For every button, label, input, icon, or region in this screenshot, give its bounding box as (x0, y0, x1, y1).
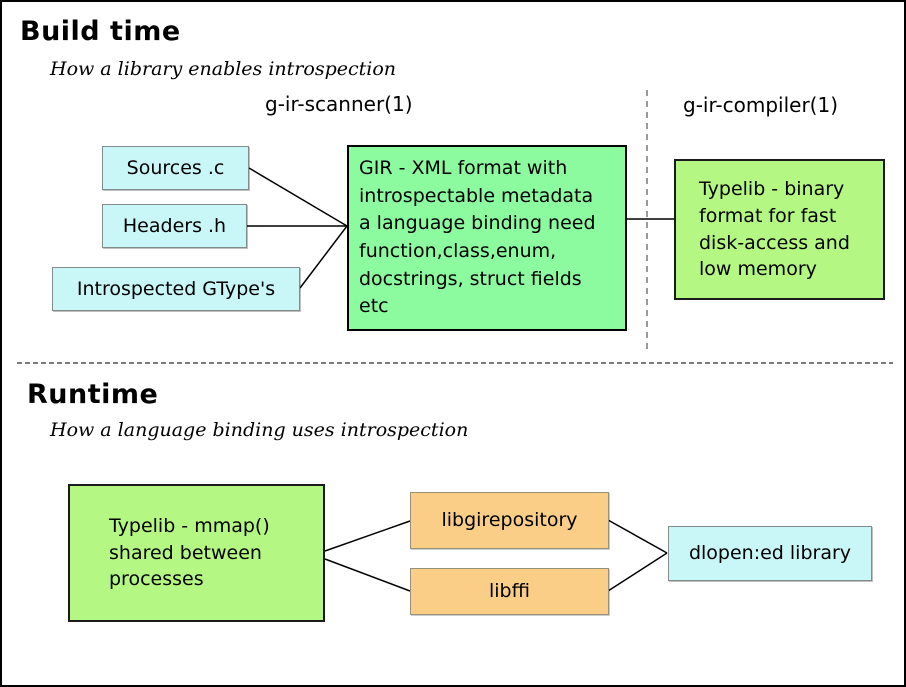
dlopened-library-box-label: dlopen:ed library (688, 542, 852, 565)
line-libffi-to-dlopened (607, 552, 668, 592)
libgirepository-box: libgirepository (410, 492, 609, 549)
runtime-subtitle: How a language binding uses introspectio… (50, 419, 469, 441)
headers-box-label: Headers .h (122, 214, 227, 237)
typelib-binary-box: Typelib - binary format for fast disk-ac… (674, 159, 885, 300)
build-time-title: Build time (20, 16, 181, 47)
introspected-gtypes-box: Introspected GType's (52, 267, 300, 311)
libffi-box-label: libffi (489, 580, 530, 603)
sources-box-label: Sources .c (126, 156, 225, 179)
g-ir-scanner-label: g-ir-scanner(1) (265, 92, 413, 116)
line-sources-to-gir (248, 167, 348, 227)
headers-box: Headers .h (102, 204, 247, 248)
introspected-gtypes-box-label: Introspected GType's (76, 277, 276, 300)
typelib-binary-box-label: Typelib - binary format for fast disk-ac… (699, 177, 850, 281)
gir-xml-box-label: GIR - XML format with introspectable met… (359, 156, 596, 318)
runtime-title: Runtime (27, 379, 159, 410)
sources-box: Sources .c (102, 146, 249, 190)
build-time-subtitle: How a library enables introspection (50, 58, 396, 80)
typelib-mmap-box-label: Typelib - mmap() shared between processe… (109, 514, 270, 591)
libgirepository-box-label: libgirepository (441, 509, 578, 532)
line-typelib-to-libgirepository (324, 520, 411, 552)
dlopened-library-box: dlopen:ed library (668, 526, 872, 581)
line-libgirepository-to-dlopened (607, 519, 668, 554)
line-gtypes-to-gir (299, 225, 348, 289)
typelib-mmap-box: Typelib - mmap() shared between processe… (68, 484, 325, 622)
gir-xml-box: GIR - XML format with introspectable met… (347, 145, 627, 331)
line-typelib-to-libffi (324, 558, 411, 592)
g-ir-compiler-label: g-ir-compiler(1) (683, 93, 839, 117)
libffi-box: libffi (410, 568, 609, 615)
